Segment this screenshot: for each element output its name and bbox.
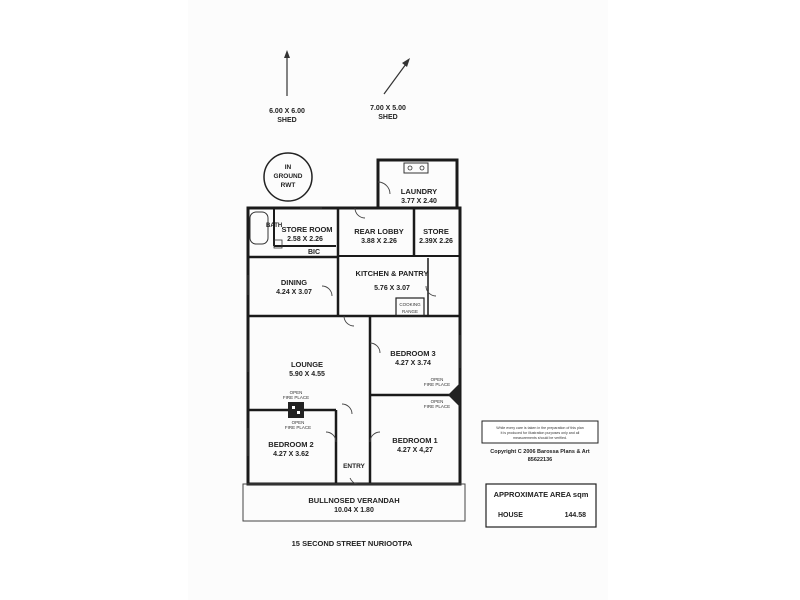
laundry-tub-icon xyxy=(403,162,429,174)
bedroom2-dims: 4.27 X 3.62 xyxy=(273,451,309,458)
rear-lobby-dims: 3.88 X 2.26 xyxy=(361,238,397,245)
lounge-dims: 5.90 X 4.55 xyxy=(289,371,325,378)
rear-lobby-name: REAR LOBBY xyxy=(354,227,404,236)
disclaimer-line1: While every care is taken in the prepara… xyxy=(496,426,584,430)
bath-name: BATH xyxy=(266,223,282,229)
kitchen-name: KITCHEN & PANTRY xyxy=(356,269,429,278)
verandah-name: BULLNOSED VERANDAH xyxy=(308,496,399,505)
bedroom1-name: BEDROOM 1 xyxy=(392,436,437,445)
shed-2-name: SHED xyxy=(378,114,397,121)
shed-2-size: 7.00 X 5.00 xyxy=(370,105,406,112)
cooking-range-box xyxy=(395,297,425,317)
disclaimer-box xyxy=(481,420,599,444)
kitchen-dims: 5.76 X 3.07 xyxy=(374,285,410,292)
entry-name: ENTRY xyxy=(343,463,365,470)
fireplace-bed3-line2: FIRE PLACE xyxy=(424,382,450,387)
address: 15 SECOND STREET NURIOOTPA xyxy=(292,539,413,548)
fireplace-bed2-line1: OPEN xyxy=(292,420,305,425)
rwt-line3: RWT xyxy=(281,182,296,189)
shed-arrow-right xyxy=(383,58,410,95)
verandah-dims: 10.04 X 1.80 xyxy=(334,507,374,514)
dining-dims: 4.24 X 3.07 xyxy=(276,289,312,296)
cooking-range-line2: RANGE xyxy=(402,309,418,314)
disclaimer-line3: measurements should be verified. xyxy=(513,436,567,440)
store-room-name: STORE ROOM xyxy=(281,225,332,234)
disclaimer-line2: it is produced for illustration purposes… xyxy=(501,431,580,435)
door-swings xyxy=(321,207,437,485)
bedroom3-name: BEDROOM 3 xyxy=(390,349,435,358)
interior-walls xyxy=(248,208,460,484)
shed-1-size: 6.00 X 6.00 xyxy=(269,108,305,115)
store-name: STORE xyxy=(423,227,449,236)
copyright-line1: Copyright C 2006 Barossa Plans & Art xyxy=(490,449,590,455)
laundry-door-icon xyxy=(377,181,391,195)
rwt-line2: GROUND xyxy=(274,173,303,180)
cooking-range-line1: COOKING xyxy=(399,302,421,307)
area-house-value: 144.58 xyxy=(565,512,587,519)
fireplace-corner-icon xyxy=(448,383,460,407)
fireplace-bed1-line1: OPEN xyxy=(431,399,444,404)
verandah-outline xyxy=(242,483,466,522)
fireplace-icon xyxy=(288,402,304,418)
bedroom2-name: BEDROOM 2 xyxy=(268,440,313,449)
shed-1-name: SHED xyxy=(277,117,296,124)
bathtub-icon xyxy=(249,211,269,245)
fireplace-lounge-line1: OPEN xyxy=(290,390,303,395)
laundry-name: LAUNDRY xyxy=(401,187,437,196)
lounge-name: LOUNGE xyxy=(291,360,323,369)
store-dims: 2.39X 2.26 xyxy=(419,238,453,245)
area-box xyxy=(485,483,597,528)
area-title: APPROXIMATE AREA sqm xyxy=(494,490,589,499)
fireplace-bed2-line2: FIRE PLACE xyxy=(285,425,311,430)
fireplace-bed3-line1: OPEN xyxy=(431,377,444,382)
fireplace-bed1-line2: FIRE PLACE xyxy=(424,404,450,409)
area-house-label: HOUSE xyxy=(498,512,523,519)
dining-name: DINING xyxy=(281,278,307,287)
store-room-dims: 2.58 X 2.26 xyxy=(287,236,323,243)
shed-arrow-left xyxy=(284,50,290,96)
copyright-line2: 85622136 xyxy=(528,457,552,463)
bedroom3-dims: 4.27 X 3.74 xyxy=(395,360,431,367)
toilet-icon xyxy=(273,239,283,249)
laundry-walls xyxy=(376,158,459,208)
laundry-dims: 3.77 X 2.40 xyxy=(401,198,437,205)
fireplace-lounge-line2: FIRE PLACE xyxy=(283,395,309,400)
rainwater-tank xyxy=(263,152,313,202)
bic-name: BIC xyxy=(308,249,320,256)
rwt-line1: IN xyxy=(285,164,292,171)
bedroom1-dims: 4.27 X 4,27 xyxy=(397,447,433,454)
